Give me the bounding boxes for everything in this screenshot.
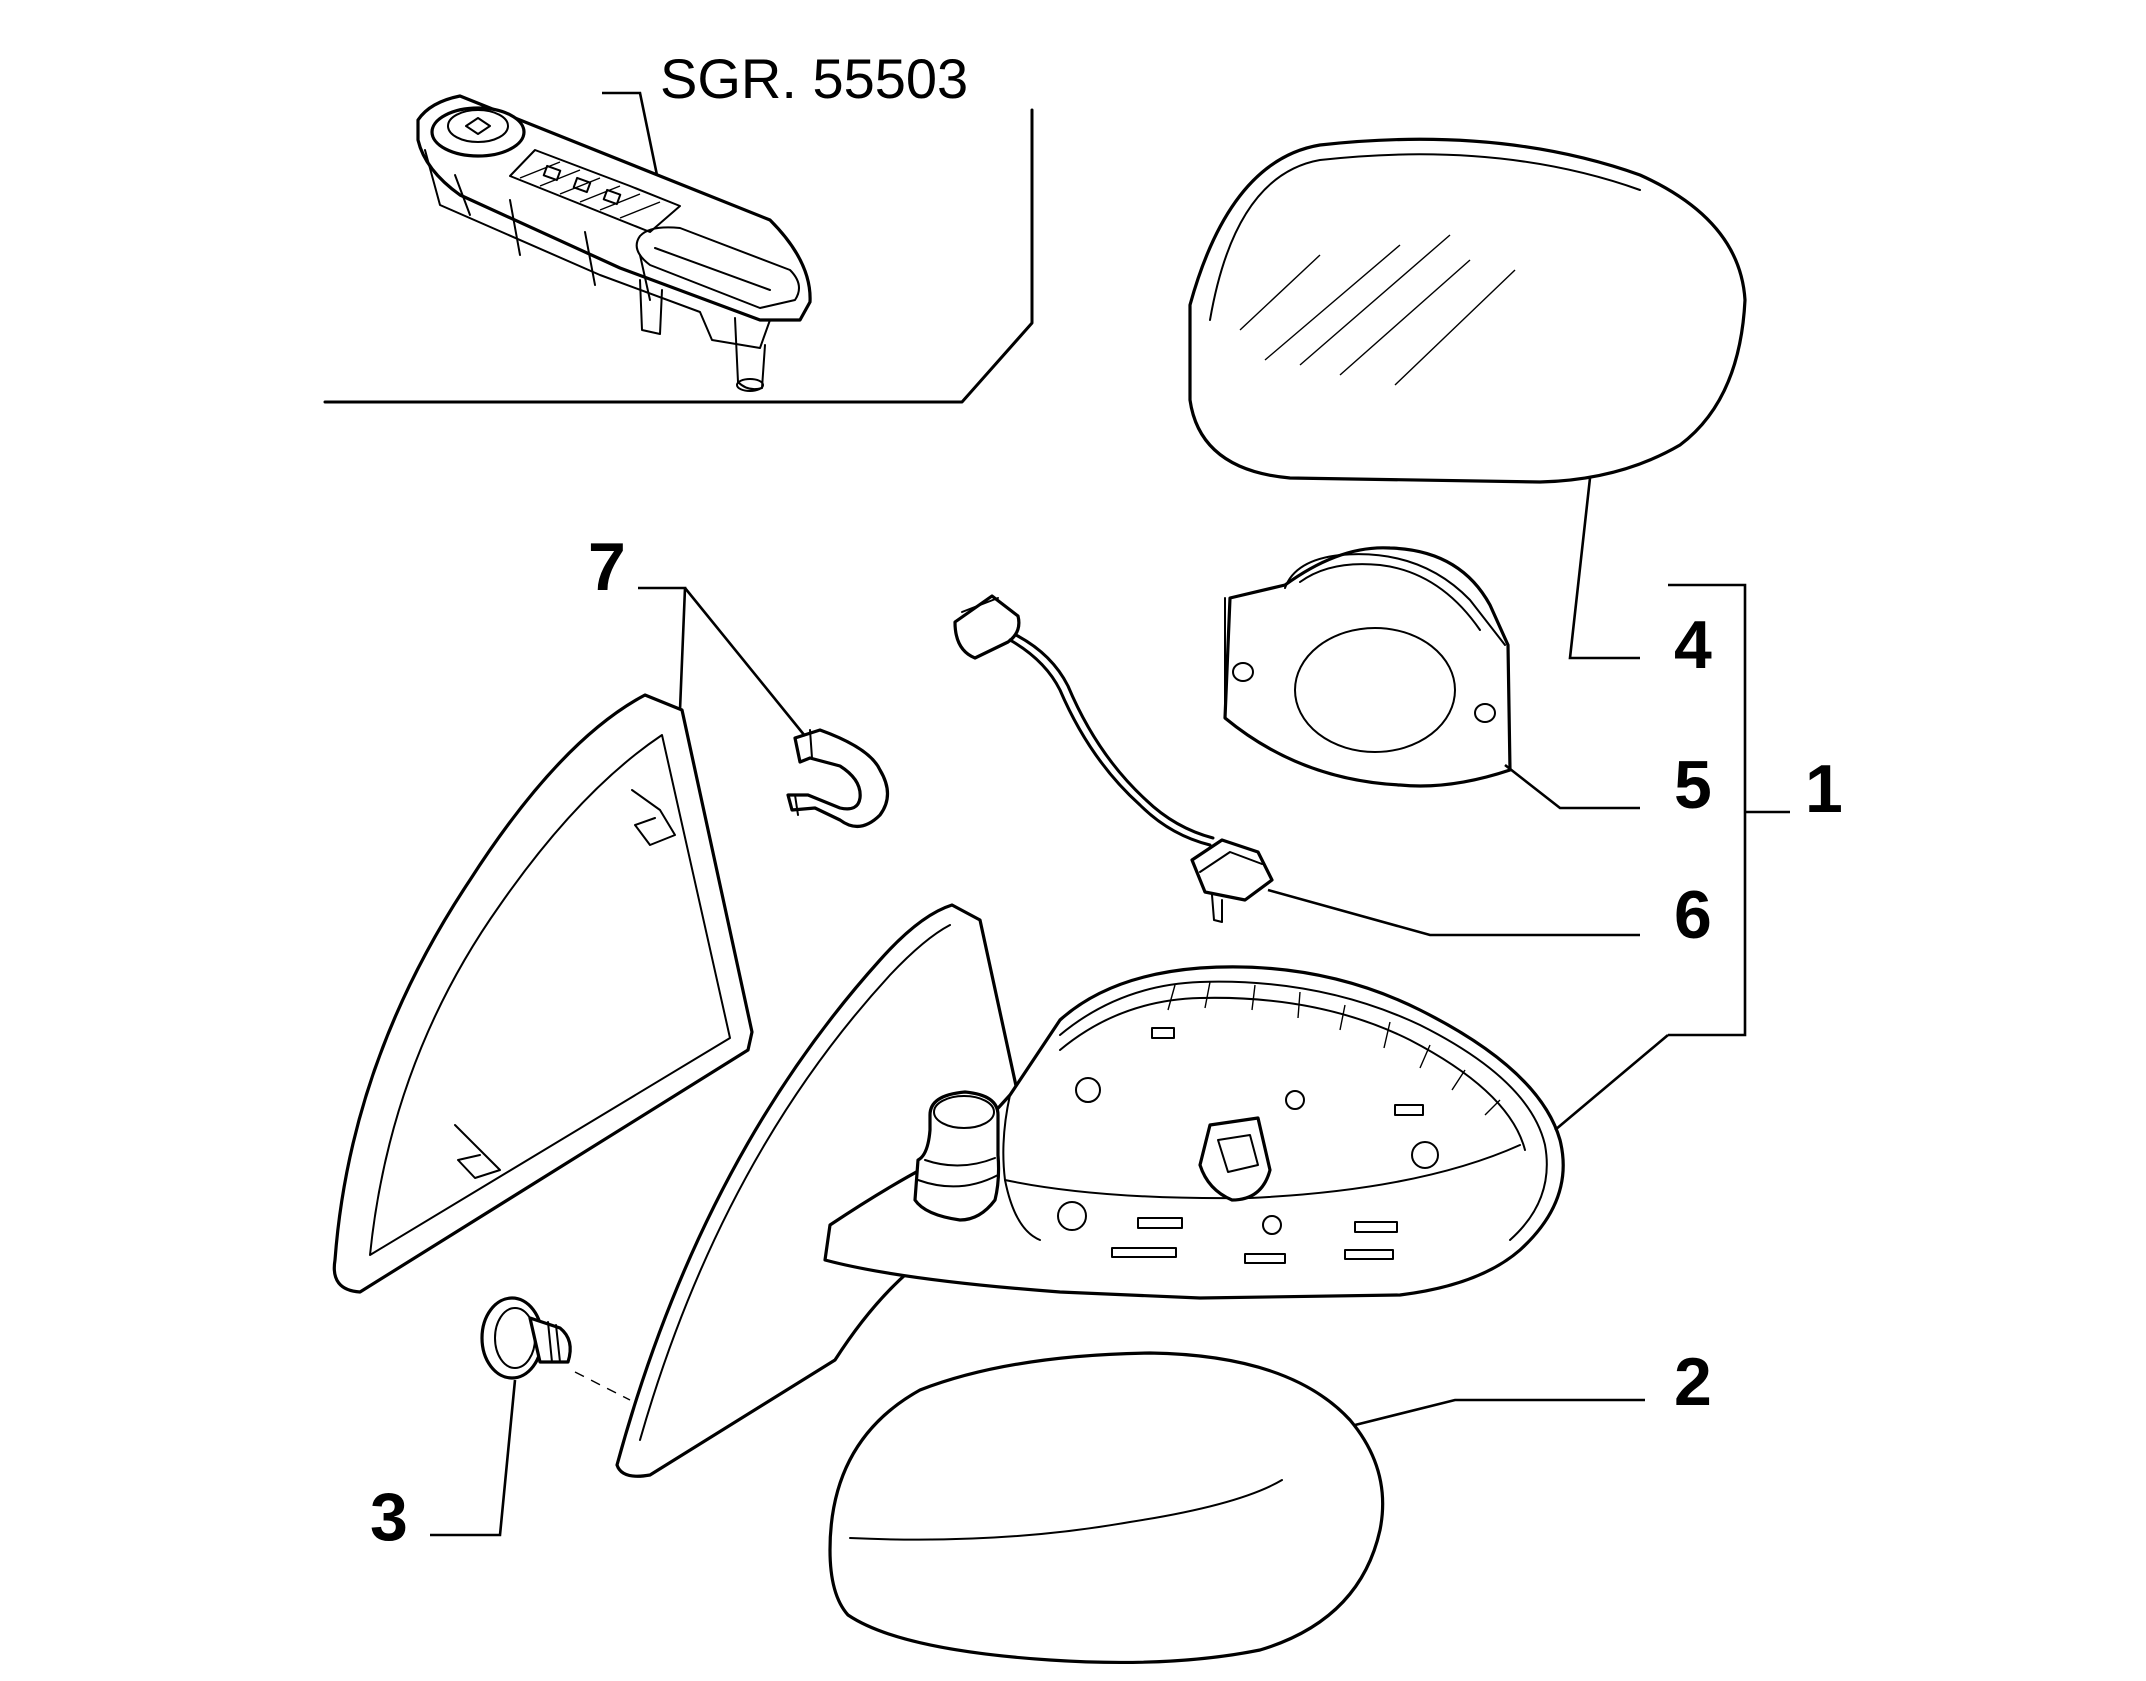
callout-6: 6 bbox=[1674, 877, 1712, 953]
wiring-harness bbox=[953, 594, 1274, 923]
callout-7: 7 bbox=[588, 529, 626, 605]
callout-1: 1 bbox=[1805, 751, 1843, 827]
retaining-clip bbox=[786, 728, 890, 828]
triangle-trim-cover bbox=[332, 693, 754, 1294]
housing-cover bbox=[828, 1351, 1385, 1665]
mirror-housing-assembly bbox=[615, 903, 1565, 1478]
callout-2: 2 bbox=[1674, 1344, 1712, 1420]
reference-label: SGR. 55503 bbox=[660, 47, 968, 110]
callout-3: 3 bbox=[370, 1479, 408, 1555]
inset-frame bbox=[323, 91, 1034, 404]
mounting-screw bbox=[480, 1296, 631, 1401]
mirror-glass bbox=[1188, 137, 1747, 484]
mirror-actuator bbox=[1223, 546, 1512, 788]
window-switch-panel bbox=[416, 94, 812, 392]
callout-4: 4 bbox=[1674, 607, 1712, 683]
callout-5: 5 bbox=[1674, 747, 1712, 823]
leader-lines bbox=[430, 477, 1790, 1537]
